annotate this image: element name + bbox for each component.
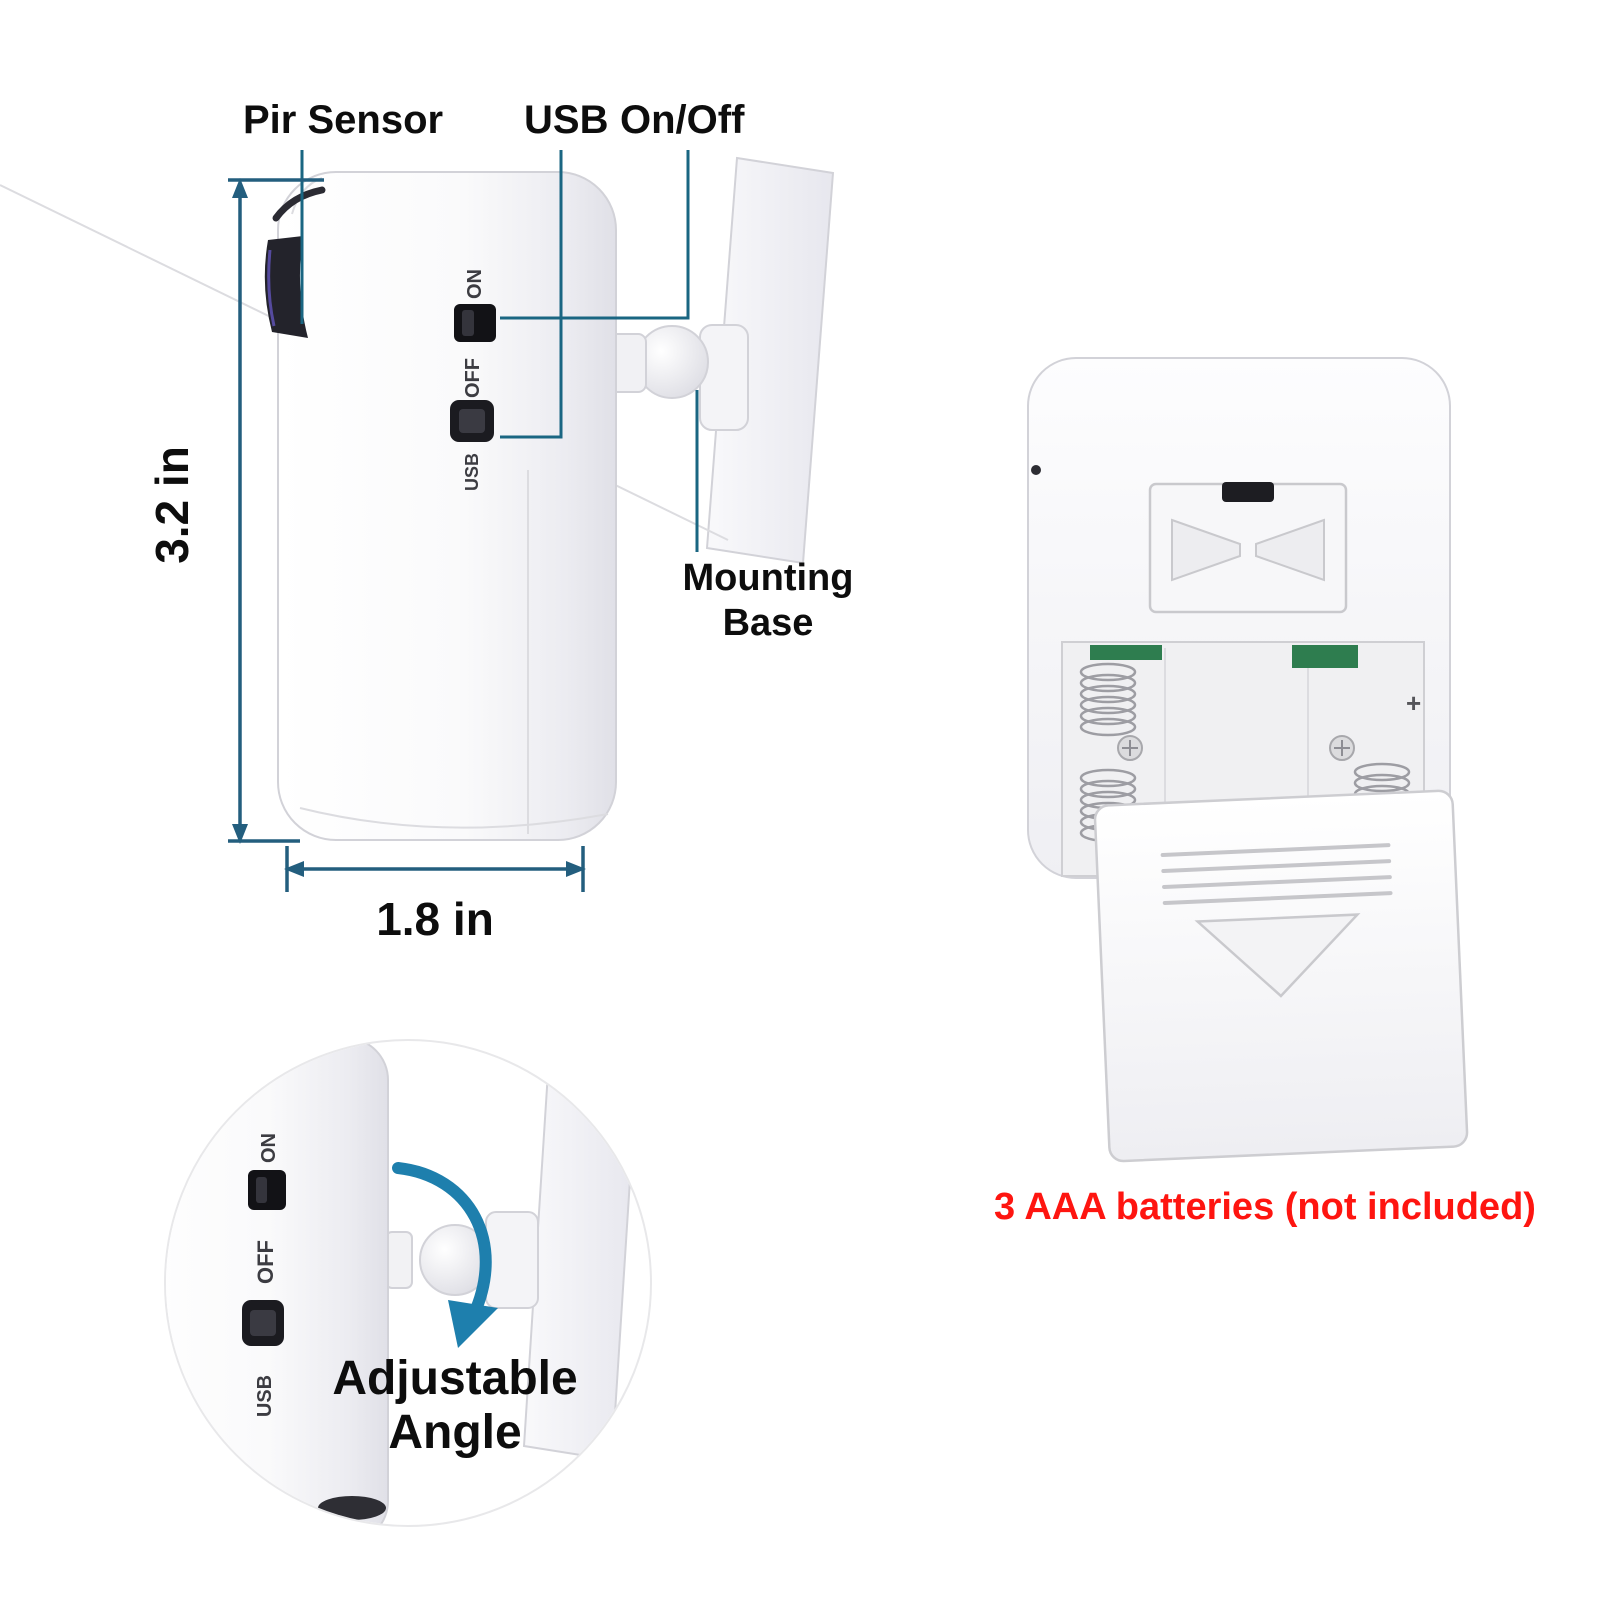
usb-marking: USB [462,453,482,491]
battery-cover [1093,789,1469,1163]
usb-leader-line [500,150,563,439]
battery-note: 3 AAA batteries (not included) [994,1186,1536,1228]
width-dimension-label: 1.8 in [376,893,494,945]
height-dimension-line [228,178,324,844]
closeup-circle: ON OFF USB [164,1039,652,1527]
adjustable-angle-line1: Adjustable [332,1352,578,1405]
closeup-off-marking: OFF [253,1240,278,1284]
rotation-arrow-head [448,1300,498,1348]
closeup-usb-marking: USB [254,1375,276,1417]
closeup-device-edge [166,1041,389,1525]
closeup-on-marking: ON [258,1133,280,1163]
adjustable-angle-line2: Angle [388,1405,522,1459]
power-switch [454,304,496,342]
on-marking: ON [464,269,486,299]
battery-spring [1079,662,1137,737]
side-view-device: ON OFF USB [0,156,835,841]
adjustable-angle-label: Adjustable Angle [295,1352,615,1460]
mounting-bracket [1148,482,1348,614]
polarity-plus-marking: + [1406,688,1421,718]
sensor-lens-top [272,186,326,222]
screw [1329,735,1355,761]
usb-label: USB [524,98,609,142]
mounting-base-line2: Base [722,601,814,644]
rotation-arrow-icon [392,1162,492,1320]
mounting-base-label: Mounting Base [648,556,888,646]
leader-lines [300,150,699,552]
cover-arrow [1194,913,1361,998]
onoff-label: On/Off [620,98,745,142]
screw [1117,735,1143,761]
device-body-side [277,171,617,841]
pir-sensor-label: Pir Sensor [243,98,444,142]
closeup-connector [385,1231,413,1289]
width-dimension-line [284,846,586,892]
onoff-leader-line [500,150,690,320]
height-dimension-label: 3.2 in [146,446,198,564]
pir-sensor-window [264,236,308,338]
closeup-clamp [485,1211,539,1309]
pcb-edge [1292,645,1358,668]
off-marking: OFF [462,358,484,398]
back-view-device: + [1027,357,1469,1163]
mount-clamp [699,324,749,431]
pcb-edge [1090,645,1162,660]
mounting-base-line1: Mounting [682,557,854,599]
